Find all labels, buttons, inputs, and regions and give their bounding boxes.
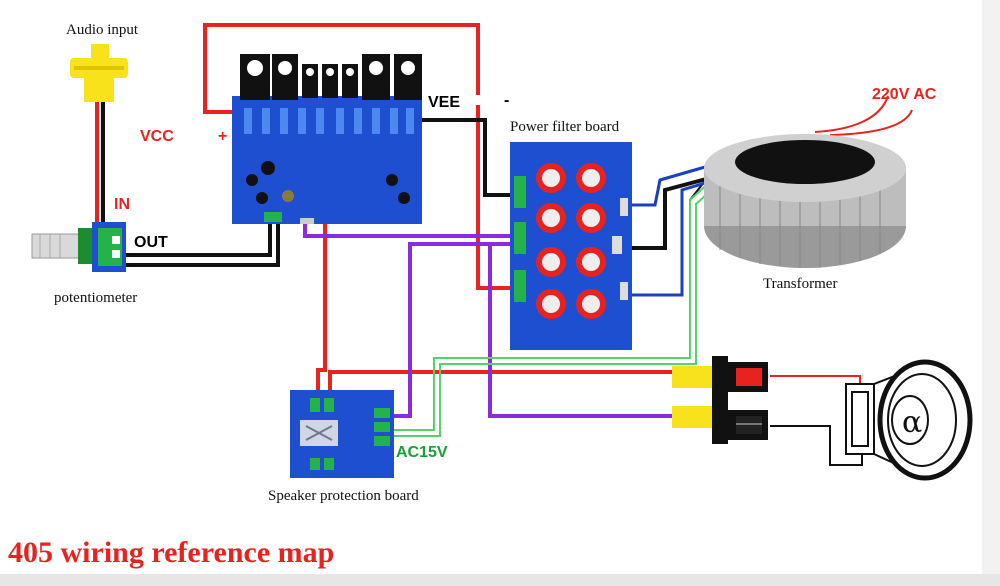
potentiometer-label: potentiometer bbox=[54, 290, 138, 306]
ac15v-label: AC15V bbox=[396, 444, 448, 461]
power-filter-board bbox=[510, 142, 632, 350]
speaker: α bbox=[845, 359, 973, 481]
green-wires bbox=[392, 179, 717, 437]
power-filter-board-label: Power filter board bbox=[510, 119, 620, 135]
diagram-caption: 405 wiring reference map bbox=[8, 536, 335, 569]
vee-minus-label: - bbox=[504, 92, 510, 109]
ac15v-green-wire-1 bbox=[392, 179, 713, 431]
ac15v-green-wire-2 bbox=[392, 185, 717, 437]
transformer-blue-wire-1 bbox=[630, 163, 713, 207]
purple-wires bbox=[303, 222, 672, 418]
in-label: IN bbox=[114, 196, 130, 213]
vee-label: VEE bbox=[428, 94, 461, 111]
speaker-black-lead bbox=[770, 425, 863, 466]
transformer-black-wire-1 bbox=[630, 176, 711, 250]
svg-text:α: α bbox=[902, 405, 922, 440]
transistor-row bbox=[240, 54, 422, 100]
amplifier-board bbox=[232, 54, 422, 224]
resistor-row bbox=[244, 108, 414, 134]
ac-input-lead-1 bbox=[814, 95, 889, 133]
blue-wires bbox=[630, 163, 716, 297]
vcc-plus-label: + bbox=[218, 128, 228, 145]
toroidal-transformer bbox=[704, 134, 906, 268]
bottom-margin-strip bbox=[0, 574, 1000, 586]
transformer-label: Transformer bbox=[763, 276, 838, 292]
pot-out-wire-1 bbox=[124, 220, 272, 257]
out-label: OUT bbox=[134, 234, 168, 251]
purple-wire-amp bbox=[303, 222, 514, 238]
vcc-top-loop-wire bbox=[203, 23, 480, 114]
purple-wire-protection bbox=[392, 242, 514, 418]
vcc-label: VCC bbox=[140, 128, 174, 145]
ac-input-lead-2 bbox=[829, 109, 913, 136]
transformer-blue-wire-2 bbox=[630, 178, 716, 297]
ac-220v-label: 220V AC bbox=[872, 86, 937, 103]
audio-input-jack bbox=[70, 44, 128, 102]
audio-input-label: Audio input bbox=[66, 22, 139, 38]
filter-capacitors bbox=[536, 163, 606, 319]
pot-out-wire-2 bbox=[124, 220, 280, 267]
amp-to-protection-red-wire bbox=[316, 120, 327, 398]
protection-red-wire bbox=[328, 370, 672, 398]
right-margin-strip bbox=[982, 0, 1000, 574]
filter-red-wire bbox=[476, 105, 514, 290]
speaker-protection-board-label: Speaker protection board bbox=[268, 488, 419, 504]
speaker-terminal bbox=[672, 356, 768, 444]
potentiometer-body bbox=[31, 222, 126, 272]
purple-wire-speaker bbox=[488, 244, 672, 418]
red-wires bbox=[95, 23, 672, 398]
speaker-protection-board bbox=[290, 390, 394, 478]
vee-wire bbox=[420, 118, 514, 197]
